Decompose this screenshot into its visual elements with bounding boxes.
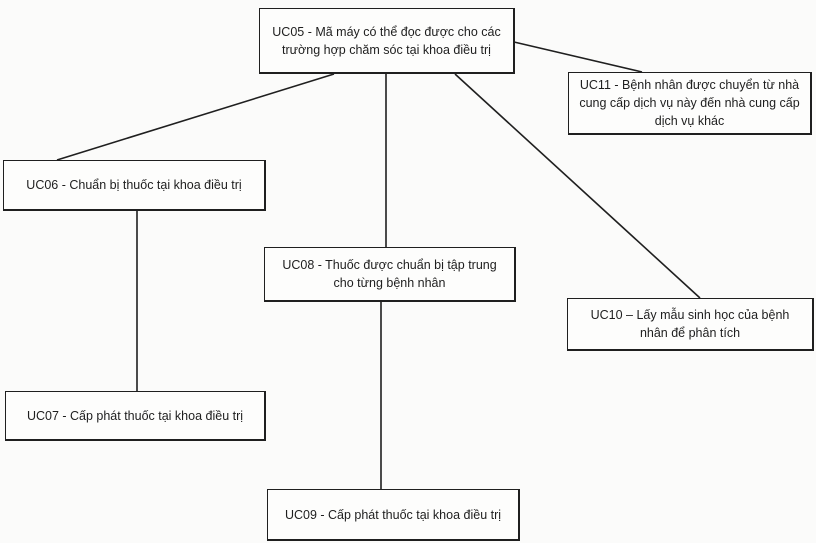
use-case-uc09[interactable]: UC09 - Cấp phát thuốc tại khoa điều trị bbox=[267, 489, 520, 541]
edge-uc05-uc06 bbox=[56, 73, 335, 161]
use-case-label: UC11 - Bệnh nhân được chuyển từ nhà cung… bbox=[579, 78, 800, 128]
use-case-label: UC09 - Cấp phát thuốc tại khoa điều trị bbox=[284, 507, 502, 522]
use-case-label: UC05 - Mã máy có thể đọc được cho các tr… bbox=[272, 24, 501, 57]
use-case-label: UC10 – Lấy mẫu sinh học của bệnh nhân để… bbox=[590, 308, 790, 340]
use-case-label: UC07 - Cấp phát thuốc tại khoa điều trị bbox=[26, 408, 244, 423]
edge-uc05-uc11 bbox=[513, 41, 643, 73]
use-case-uc05[interactable]: UC05 - Mã máy có thể đọc được cho các tr… bbox=[259, 8, 515, 74]
edge-uc05-uc10 bbox=[454, 73, 701, 299]
use-case-uc08[interactable]: UC08 - Thuốc được chuẩn bị tập trung cho… bbox=[264, 247, 516, 302]
use-case-uc06[interactable]: UC06 - Chuẩn bị thuốc tại khoa điều trị bbox=[3, 160, 266, 211]
use-case-uc10[interactable]: UC10 – Lấy mẫu sinh học của bệnh nhân để… bbox=[567, 298, 814, 351]
use-case-uc11[interactable]: UC11 - Bệnh nhân được chuyển từ nhà cung… bbox=[568, 72, 812, 135]
use-case-label: UC06 - Chuẩn bị thuốc tại khoa điều trị bbox=[26, 178, 242, 192]
use-case-uc07[interactable]: UC07 - Cấp phát thuốc tại khoa điều trị bbox=[5, 391, 266, 441]
use-case-label: UC08 - Thuốc được chuẩn bị tập trung cho… bbox=[282, 258, 497, 290]
